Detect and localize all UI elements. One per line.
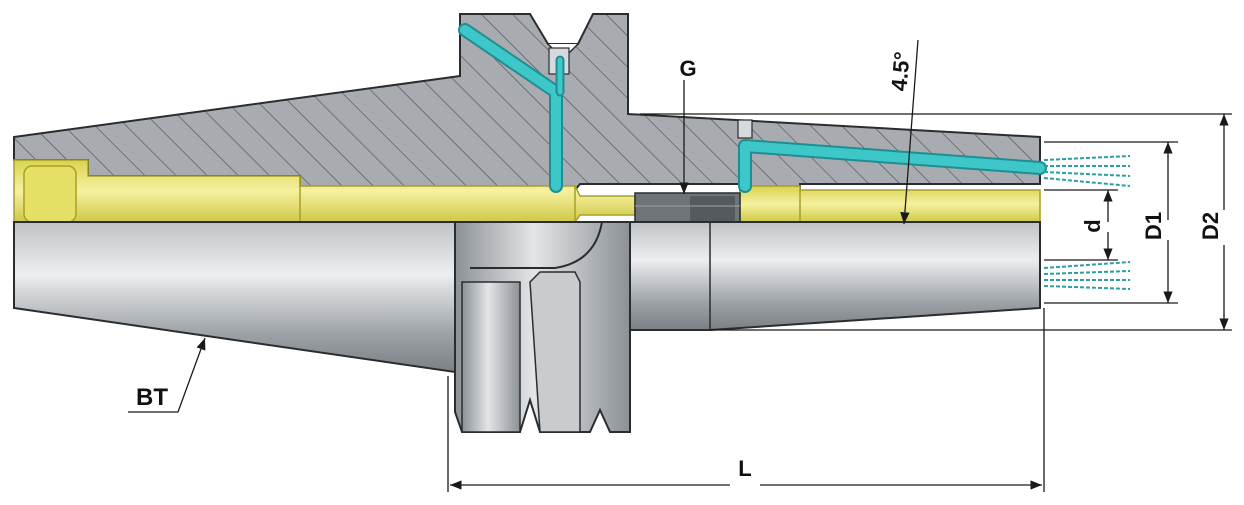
- label-angle: 4.5°: [886, 51, 914, 92]
- label-L: L: [738, 456, 751, 481]
- dimension-lines: [128, 39, 1232, 492]
- bore-channel-right: [739, 185, 1041, 223]
- coolant-spray-bottom: [1043, 261, 1131, 290]
- label-d: d: [1080, 219, 1105, 232]
- label-G: G: [679, 56, 696, 81]
- retention-plug-2: [737, 119, 753, 139]
- flange-face: [461, 281, 521, 433]
- taper-shank: [13, 221, 456, 374]
- neck-fillet: [470, 221, 603, 269]
- v-groove: [529, 271, 581, 433]
- label-D1: D1: [1141, 212, 1166, 240]
- upper-section-hatched: [13, 13, 1041, 191]
- thread-insert-inner: [690, 196, 735, 221]
- coolant-channels: [458, 23, 1047, 193]
- label-D2: D2: [1198, 212, 1223, 240]
- label-BT: BT: [136, 384, 168, 411]
- bore-groove: [23, 165, 77, 223]
- body-cylinder: [629, 221, 1041, 331]
- coolant-spray-top: [1043, 155, 1131, 187]
